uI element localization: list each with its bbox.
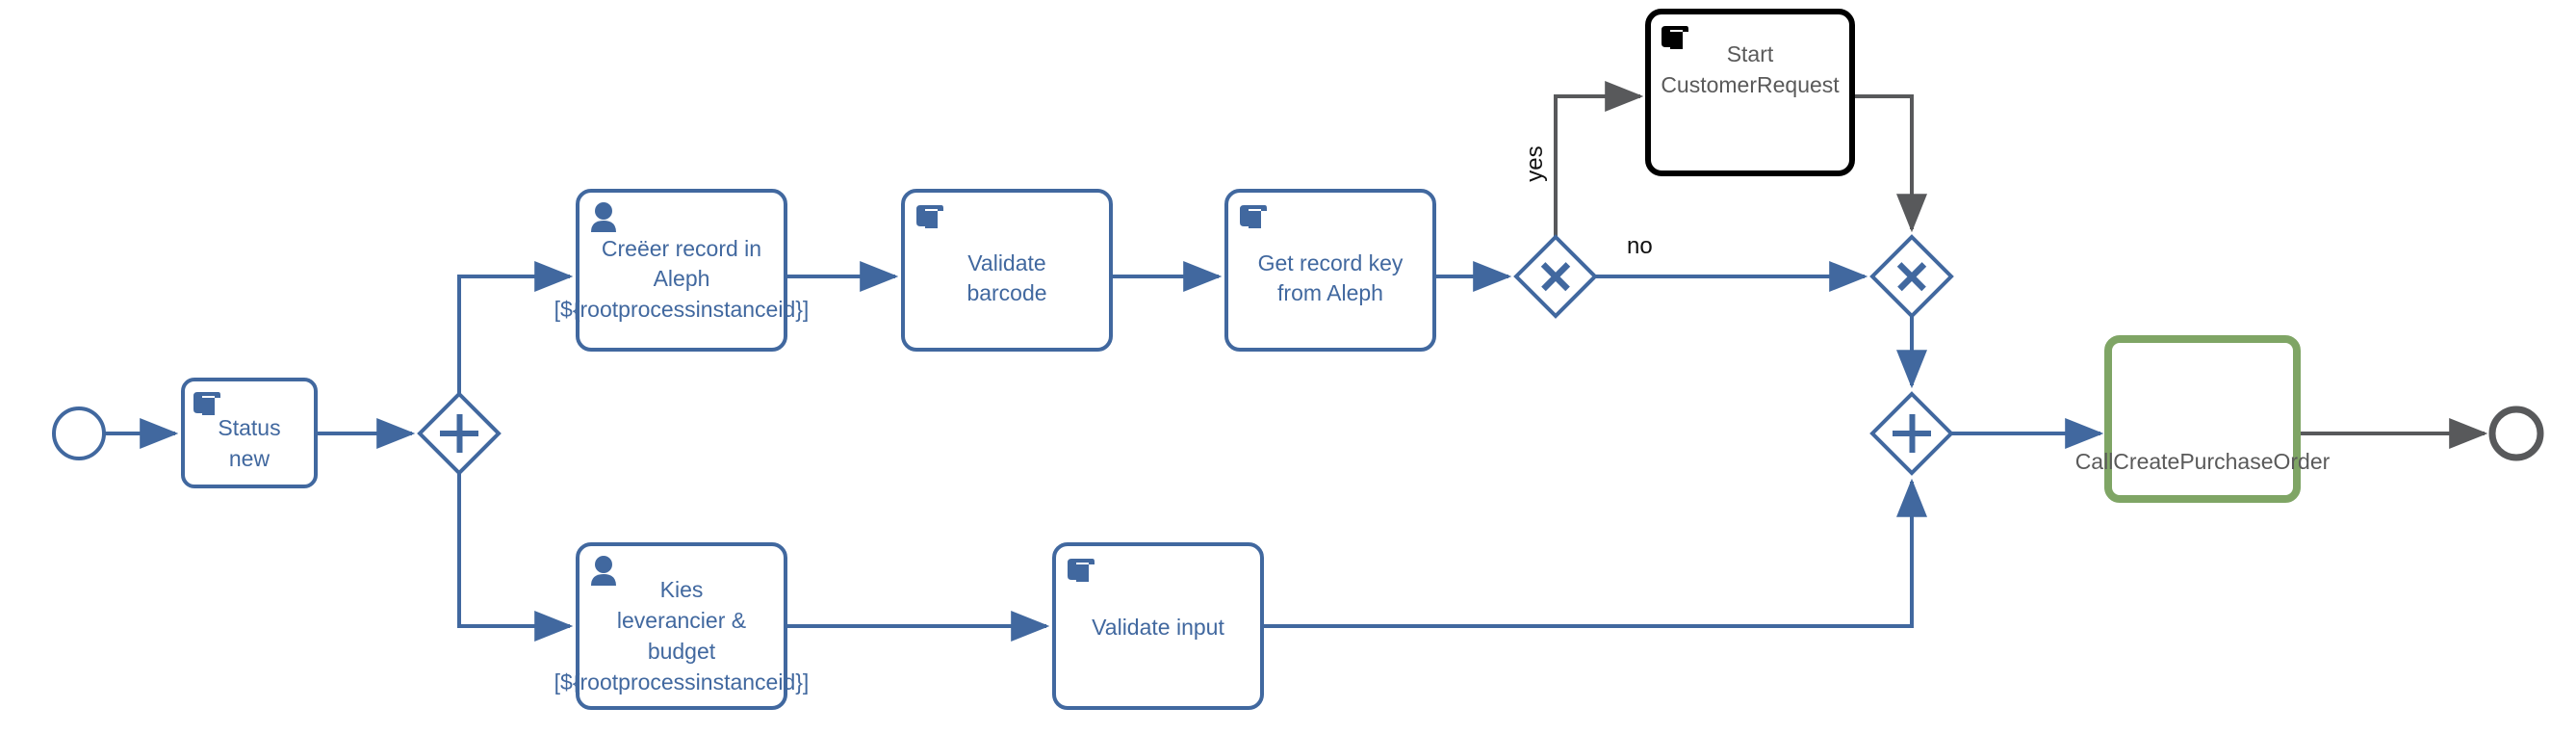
exclusive-gateway-split[interactable] [1513, 234, 1598, 319]
task-label-line: Kies [660, 577, 704, 602]
user-task-icon [591, 202, 616, 232]
user-task-icon [591, 556, 616, 586]
plus-icon [440, 414, 478, 453]
flow-start-customerrequest-to-exclusive-merge[interactable] [1852, 94, 1927, 233]
flow-split-to-creeer-record[interactable] [457, 261, 574, 394]
plus-icon [1893, 414, 1931, 453]
task-creeer-record-in-aleph[interactable]: Creëer record in Aleph [${rootprocessins… [554, 189, 810, 352]
task-label-line: Status [218, 415, 280, 440]
flow-yes-to-start-customerrequest[interactable]: yes [1522, 81, 1644, 237]
task-label-line: Get record key [1258, 250, 1404, 275]
task-label-line: Aleph [654, 266, 710, 291]
flow-label-no: no [1627, 233, 1653, 259]
task-label-line: CustomerRequest [1661, 72, 1840, 97]
task-label-line: Validate input [1092, 615, 1224, 640]
task-get-record-key-from-aleph[interactable]: Get record key from Aleph [1224, 189, 1436, 352]
parallel-gateway-merge[interactable] [1869, 391, 1954, 476]
task-label-line: from Aleph [1277, 280, 1383, 305]
task-start-customerrequest[interactable]: Start CustomerRequest [1645, 9, 1855, 176]
script-task-icon [916, 205, 943, 228]
script-task-icon [1662, 26, 1688, 49]
x-icon [1540, 262, 1571, 292]
task-validate-barcode[interactable]: Validate barcode [901, 189, 1113, 352]
parallel-gateway-split[interactable] [417, 391, 502, 476]
task-sublabel: [${rootprocessinstanceid}] [554, 297, 810, 322]
call-activity-callcreatepurchaseorder[interactable]: CallCreatePurchaseOrder [2075, 335, 2331, 503]
task-validate-input[interactable]: Validate input [1052, 542, 1264, 710]
task-label-line: budget [648, 639, 716, 664]
task-status-new[interactable]: Status new [181, 378, 318, 488]
task-label-line: new [229, 446, 270, 471]
start-event[interactable] [52, 406, 106, 460]
end-event[interactable] [2488, 406, 2544, 461]
task-label-line: Creëer record in [602, 236, 761, 261]
task-label-line: leverancier & [617, 608, 746, 633]
flow-validate-input-to-parallel-merge[interactable] [1262, 478, 1927, 628]
task-label-line: Validate [967, 250, 1045, 275]
exclusive-gateway-merge[interactable] [1869, 234, 1954, 319]
x-icon [1896, 262, 1927, 292]
flow-no-to-exclusive-merge[interactable]: no [1595, 233, 1868, 292]
flow-label-yes: yes [1522, 145, 1548, 181]
task-label-line: barcode [966, 280, 1046, 305]
task-kies-leverancier-budget[interactable]: Kies leverancier & budget [${rootprocess… [554, 542, 810, 710]
script-task-icon [1240, 205, 1267, 228]
script-task-icon [193, 392, 220, 415]
script-task-icon [1068, 559, 1095, 582]
task-sublabel: [${rootprocessinstanceid}] [554, 669, 810, 695]
call-activity-label: CallCreatePurchaseOrder [2075, 449, 2331, 474]
task-label-line: Start [1727, 41, 1774, 66]
flow-split-to-kies-leverancier[interactable] [457, 473, 574, 642]
